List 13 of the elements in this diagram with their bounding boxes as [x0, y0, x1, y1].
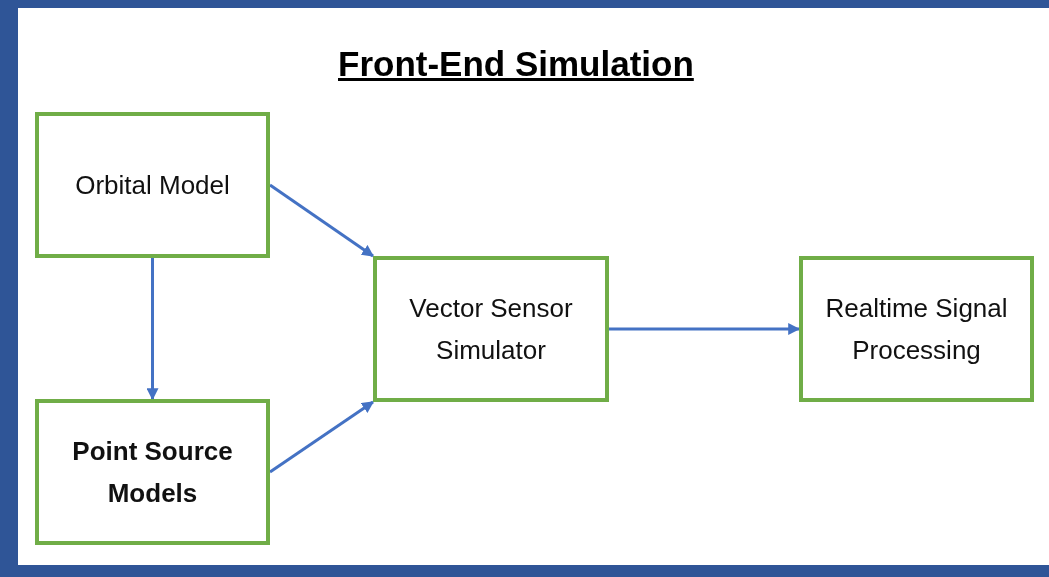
process-box	[799, 256, 1034, 402]
arrow	[609, 323, 801, 335]
diagram-title: Front-End Simulation	[338, 44, 694, 84]
box-label: Realtime Signal Processing	[824, 292, 1009, 367]
process-box	[35, 112, 270, 258]
arrow	[269, 183, 374, 258]
process-box	[373, 256, 609, 402]
box-label: Vector Sensor Simulator	[408, 292, 574, 367]
box-label: Point Source Models	[71, 435, 234, 510]
arrow	[269, 400, 374, 474]
arrow	[146, 258, 159, 401]
process-box	[35, 399, 270, 545]
box-label: Orbital Model	[75, 169, 230, 202]
